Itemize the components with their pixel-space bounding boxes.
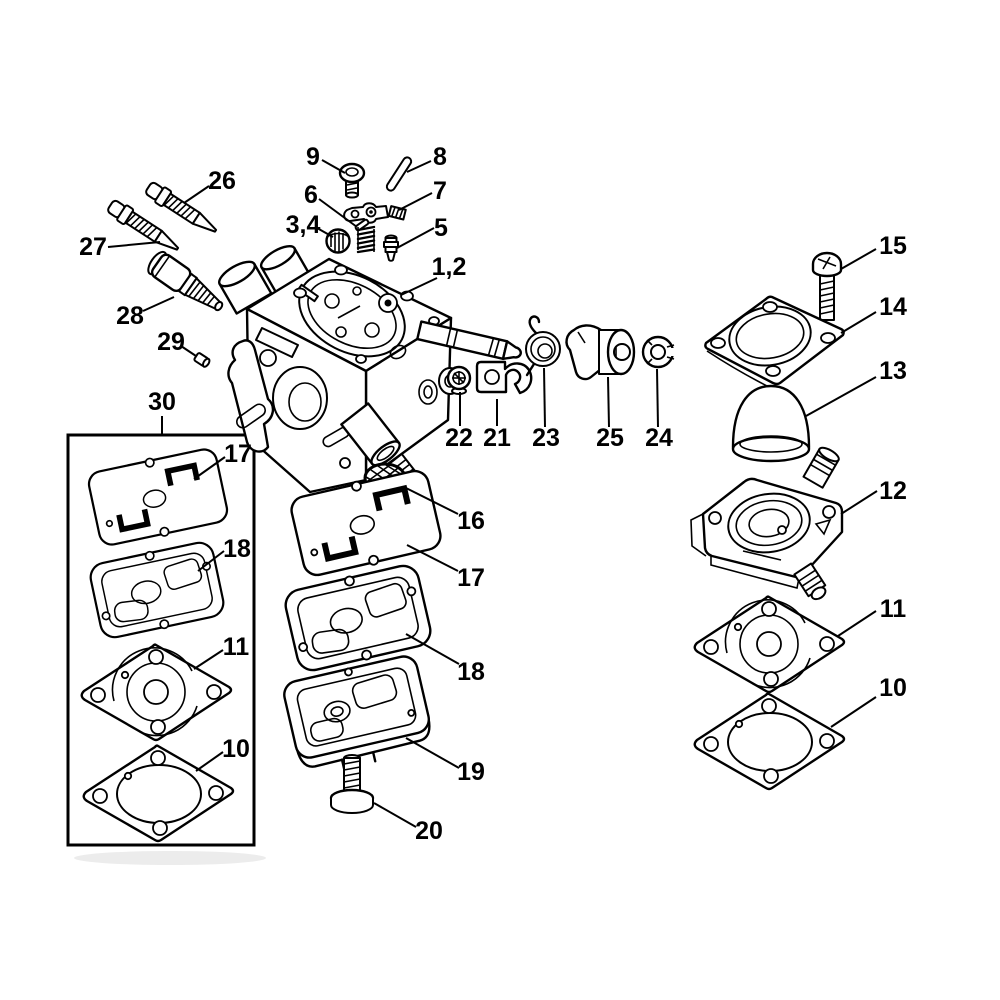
part-primer-bulb-13: [731, 384, 811, 463]
part-adjusting-screw-28: [147, 250, 224, 312]
callout-26: 26: [208, 167, 236, 195]
part-e-clip-24: [641, 335, 676, 369]
part-plug-29: [193, 352, 211, 368]
callout-28: 28: [116, 302, 144, 330]
callout-25: 25: [596, 424, 624, 452]
callout-9: 9: [306, 143, 320, 171]
callout-27: 27: [79, 233, 107, 261]
callout-1-2: 1,2: [432, 253, 467, 281]
callout-5: 5: [434, 214, 448, 242]
callout-10-right: 10: [879, 674, 907, 702]
callout-29: 29: [157, 328, 185, 356]
callout-12: 12: [879, 477, 907, 505]
part-pin-8: [385, 156, 413, 192]
part-disc-22: [446, 365, 472, 395]
part-screw-20: [329, 754, 375, 814]
part-pump-diaphragm-11: [693, 595, 846, 694]
callout-10-box: 10: [222, 735, 250, 763]
callout-20: 20: [415, 817, 443, 845]
callout-22: 22: [445, 424, 473, 452]
callout-18-box: 18: [223, 535, 251, 563]
box-shadow: [74, 851, 266, 865]
part-spring-23: [525, 315, 561, 377]
part-carburetor-body: [218, 245, 522, 494]
callout-11-box: 11: [223, 633, 250, 661]
part-screw-15: [811, 251, 843, 321]
part-bracket-21: [475, 360, 533, 395]
part-primer-pump-body-12: [690, 446, 844, 601]
part-throttle-lever-25: [565, 324, 636, 381]
leader-lines: [107, 159, 878, 828]
callout-21: 21: [483, 424, 511, 452]
callout-30: 30: [148, 388, 176, 416]
part-cover-plate-14: [704, 295, 845, 390]
callout-7: 7: [433, 177, 447, 205]
callout-23: 23: [532, 424, 560, 452]
callout-15: 15: [879, 232, 907, 260]
part-screw-9: [338, 162, 366, 199]
part-pump-gasket-10: [693, 692, 846, 791]
callout-6: 6: [304, 181, 318, 209]
callout-14: 14: [879, 293, 907, 321]
part-end-cover-19: [283, 655, 431, 770]
part-plug-3-4: [325, 228, 351, 254]
callout-3-4: 3,4: [286, 211, 321, 239]
callout-24: 24: [645, 424, 673, 452]
callout-17-center: 17: [457, 564, 485, 592]
part-lever-7: [343, 202, 407, 232]
callout-8: 8: [433, 143, 447, 171]
callout-19: 19: [457, 758, 485, 786]
callout-17-box: 17: [224, 440, 252, 468]
callout-11-right: 11: [880, 595, 907, 623]
callout-16: 16: [457, 507, 485, 535]
part-spring-6: [356, 225, 376, 254]
callout-13: 13: [879, 357, 907, 385]
callout-18-center: 18: [457, 658, 485, 686]
part-valve-5: [383, 234, 399, 262]
